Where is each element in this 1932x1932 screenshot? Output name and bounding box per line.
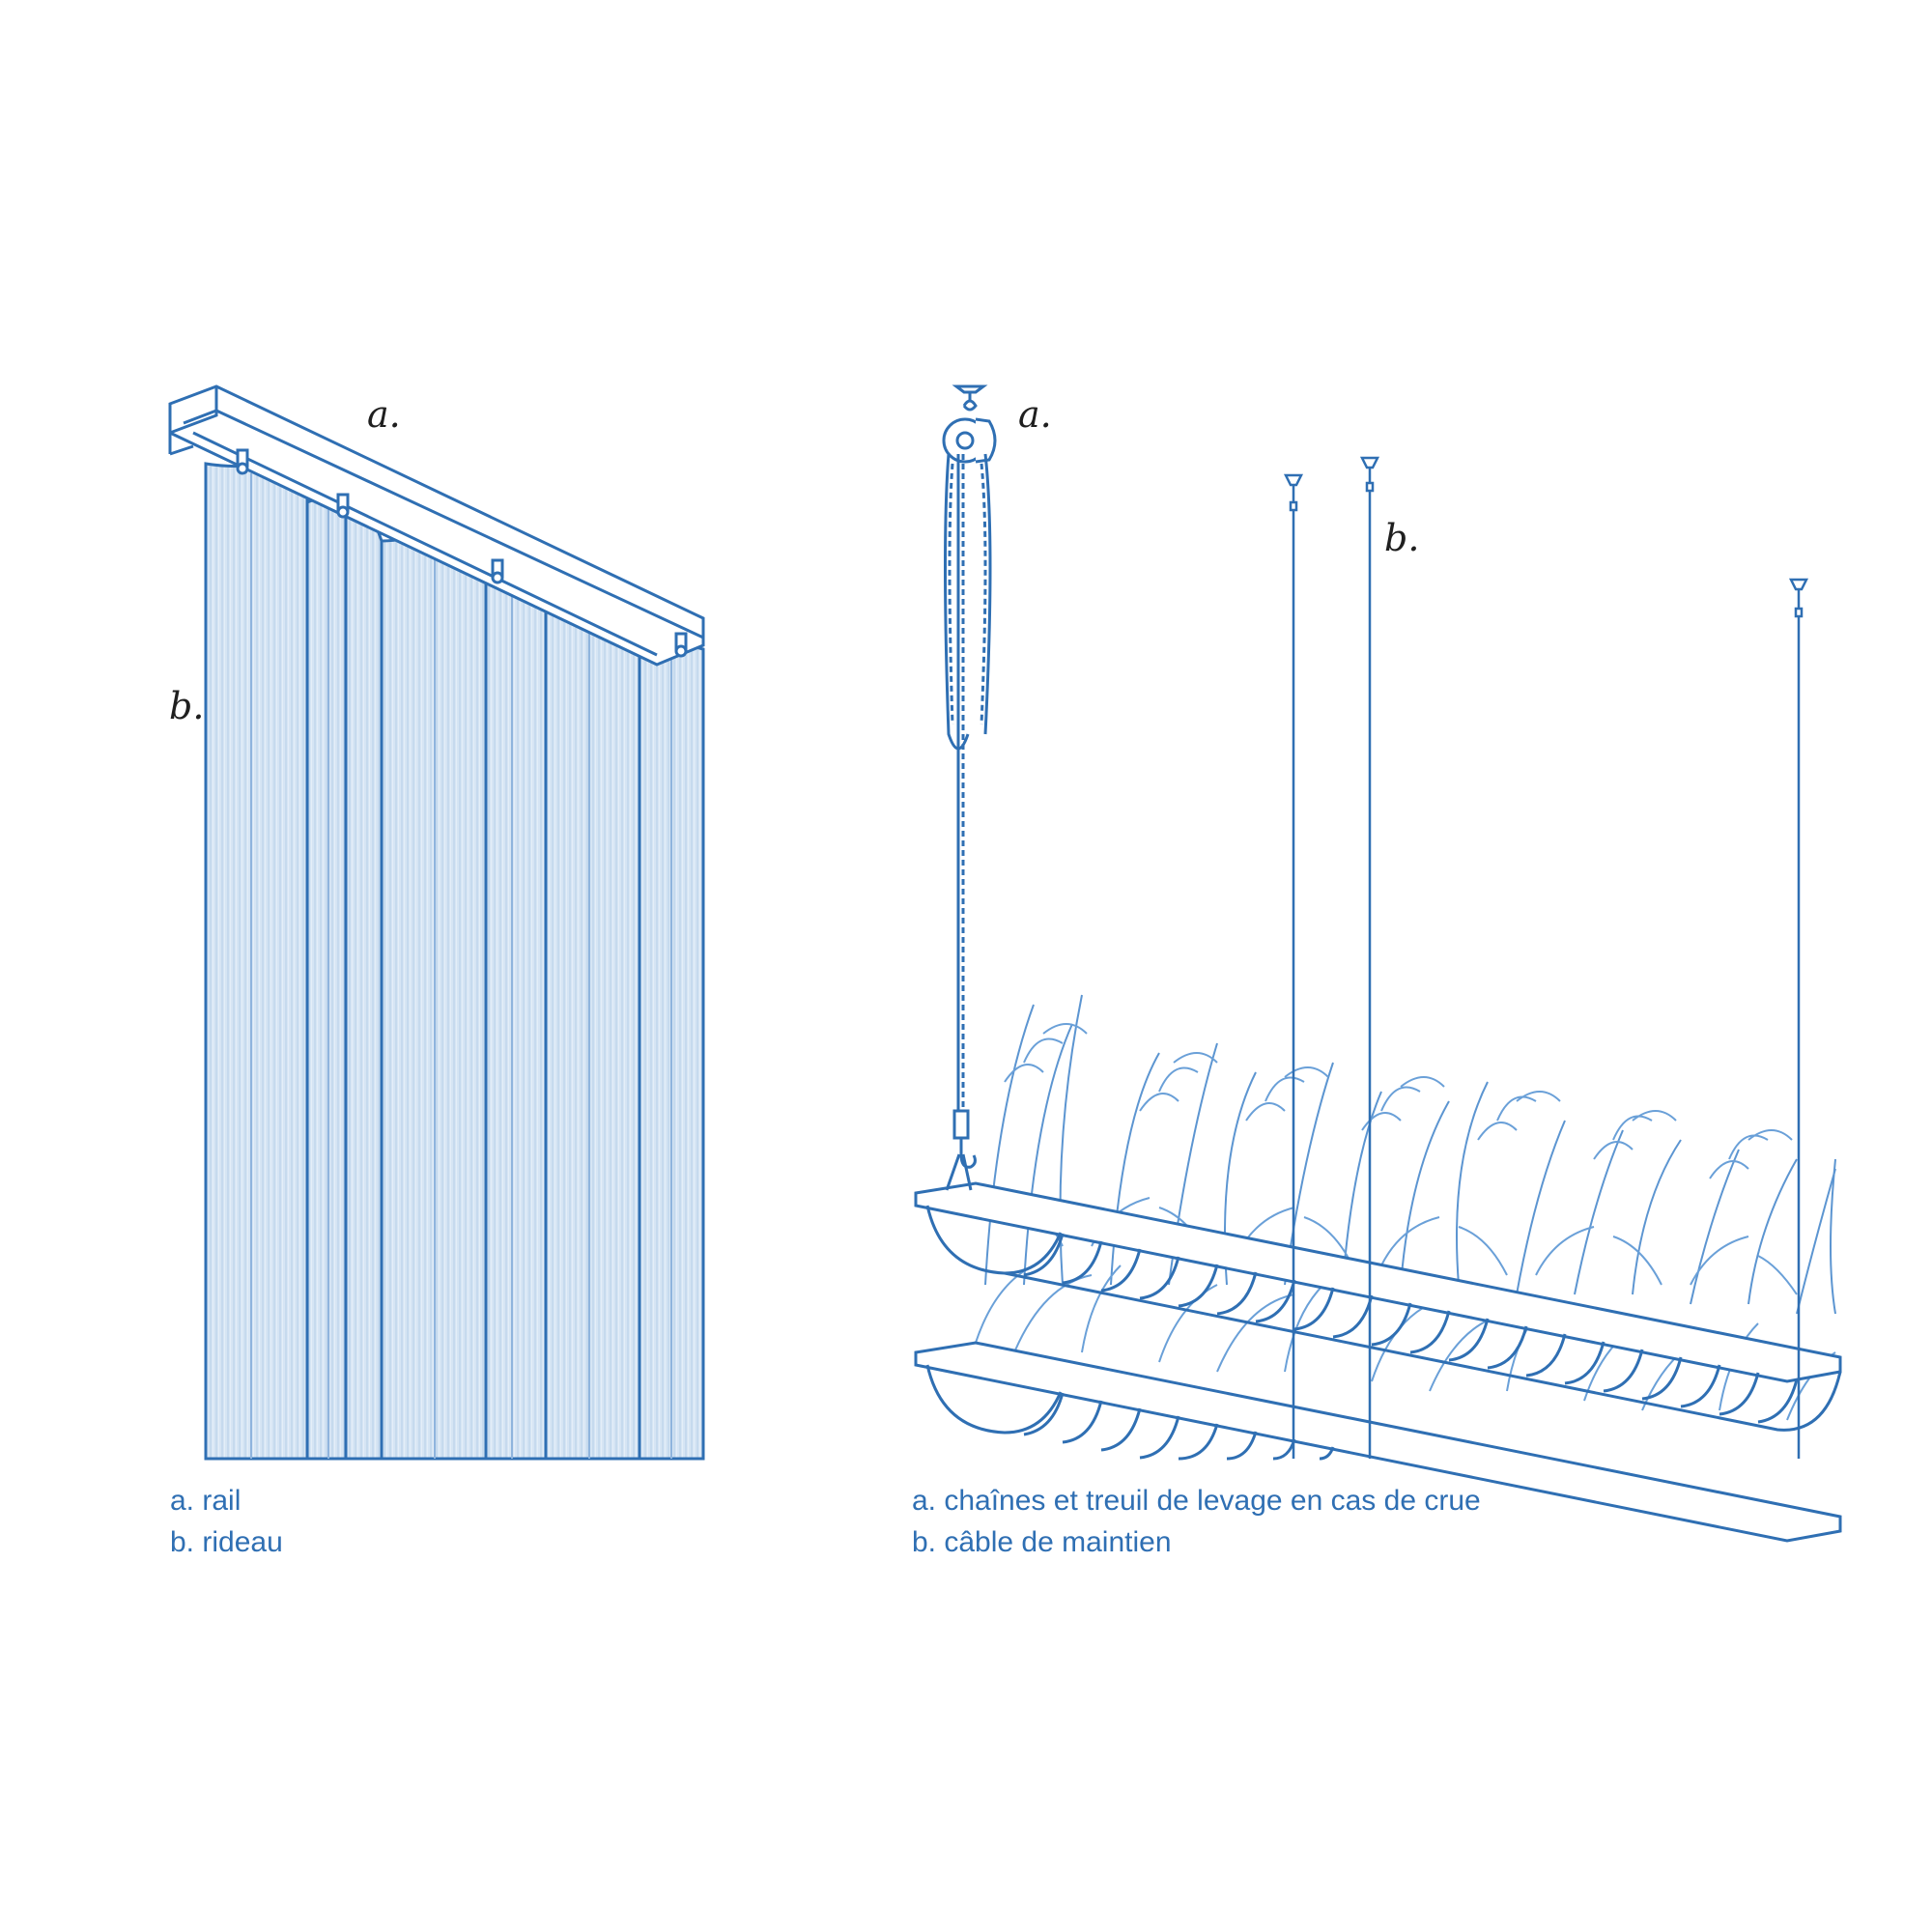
rail-gliders	[236, 448, 688, 658]
curtain-illustration	[168, 384, 705, 1461]
chains	[944, 453, 992, 1111]
legend-item: b. rideau	[170, 1526, 283, 1558]
support-cables	[1292, 469, 1801, 1459]
cable-anchors	[1283, 456, 1809, 618]
planter-illustration	[914, 384, 1842, 1543]
planter-upper	[914, 1181, 1842, 1432]
legend-left: a. rail b. rideau	[170, 1480, 283, 1563]
callout-a-chain-hoist: a.	[1018, 393, 1052, 436]
legend-item: b. câble de maintien	[912, 1526, 1172, 1558]
chain-hoist	[942, 384, 997, 464]
callout-b-support-cable: b.	[1384, 517, 1420, 559]
legend-right: a. chaînes et treuil de levage en cas de…	[912, 1480, 1481, 1563]
hook	[945, 1109, 977, 1191]
callout-a-rail: a.	[367, 393, 401, 436]
planter-lower	[914, 1341, 1842, 1543]
callout-b-curtain: b.	[169, 685, 205, 727]
legend-item: a. rail	[170, 1485, 242, 1517]
rail	[168, 384, 705, 667]
legend-item: a. chaînes et treuil de levage en cas de…	[912, 1485, 1481, 1517]
reeds	[984, 994, 1836, 1315]
